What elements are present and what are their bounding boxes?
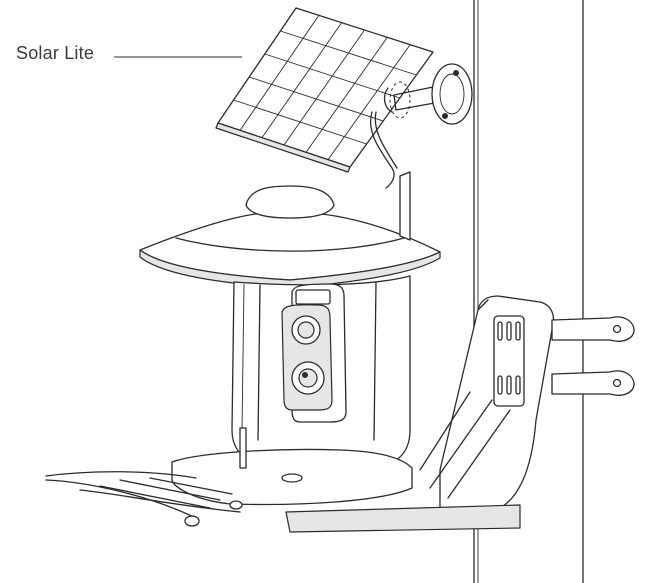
feeder-base <box>171 427 413 506</box>
panel-grid-line <box>264 53 400 99</box>
camera-lens-lower <box>291 361 325 395</box>
panel-grid-line <box>249 76 384 122</box>
solar-panel <box>215 7 434 173</box>
bracket-slot <box>506 375 512 395</box>
panel-grid-line <box>239 15 320 131</box>
panel-grid-line <box>261 22 343 138</box>
panel-grid-line <box>283 29 365 146</box>
panel-grid-line <box>280 30 417 76</box>
camera-lens-upper <box>291 315 321 345</box>
camera-module <box>281 283 347 423</box>
bracket-slot <box>515 375 521 395</box>
bracket-slot <box>497 321 503 341</box>
bracket-slots <box>497 321 521 395</box>
panel-grid-line <box>305 37 388 153</box>
mounting-straps <box>551 316 635 396</box>
bracket-slot <box>497 375 503 395</box>
panel-grid-line <box>327 44 411 160</box>
bracket-slot <box>515 321 521 341</box>
feeder-roof <box>139 171 441 289</box>
bracket-slot <box>506 321 512 341</box>
solar-lite-label: Solar Lite <box>16 43 95 63</box>
wall-bracket <box>285 295 555 533</box>
solar-cable <box>370 111 395 189</box>
solar-panel-cell-grid <box>233 15 417 160</box>
panel-grid-line <box>233 99 367 145</box>
panel-mount-arm <box>383 63 473 125</box>
perch-rails <box>45 471 243 527</box>
